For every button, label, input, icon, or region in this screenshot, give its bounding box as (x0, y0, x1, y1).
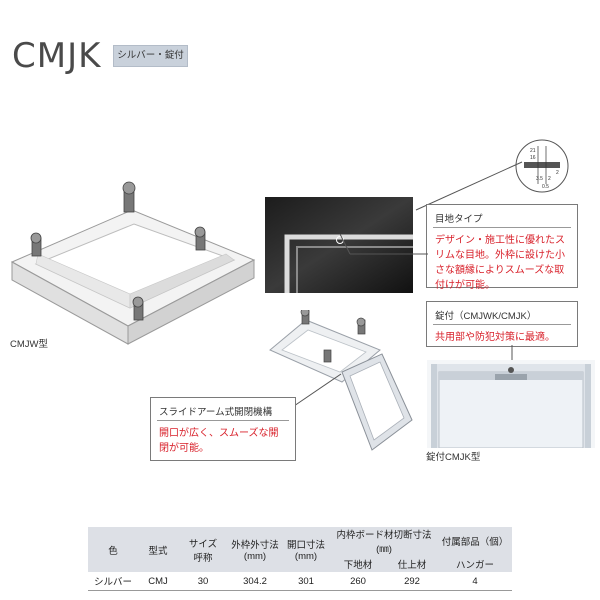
cell-base: 260 (330, 572, 386, 591)
col-parts: 付属部品（個） (438, 527, 512, 555)
color-badge: シルバー・錠付 (113, 45, 188, 67)
cell-finish: 292 (386, 572, 438, 591)
dim-3-5: 3.5 (536, 176, 543, 182)
joint-type-text: デザイン・施工性に優れたスリムな目地。外枠に設けた小さな額縁によりスムーズな取付… (435, 235, 565, 291)
cell-size: 30 (178, 572, 228, 591)
joint-type-divider (433, 227, 571, 228)
cell-color: シルバー (88, 572, 138, 591)
col-hanger: ハンガー (438, 555, 512, 572)
lock-text: 共用部や防犯対策に最適。 (435, 332, 555, 343)
dim-0-5: 0.5 (542, 184, 549, 190)
col-outer: 外枠外寸法 (mm) (228, 527, 282, 572)
dim-16: 16 (530, 155, 536, 161)
joint-photo (265, 197, 413, 293)
lock-frame-photo (427, 360, 595, 448)
cmjk-label: 錠付CMJK型 (426, 452, 481, 463)
joint-type-heading: 目地タイプ (435, 214, 483, 225)
col-outer-line2: (mm) (243, 551, 267, 562)
table-row: シルバー CMJ 30 304.2 301 260 292 4 (88, 572, 512, 591)
dim-2b: 2 (556, 170, 559, 176)
lock-divider (433, 324, 571, 325)
product-title: CMJK (12, 36, 102, 76)
spec-table: 色 型式 サイズ 呼称 外枠外寸法 (mm) 開口寸法 (mm) 内枠ボード材切… (88, 527, 512, 591)
lock-callout: 錠付（CMJWK/CMJK） 共用部や防犯対策に最適。 (426, 301, 578, 347)
joint-leader-line (340, 233, 428, 255)
joint-type-callout: 目地タイプ デザイン・施工性に優れたスリムな目地。外枠に設けた小さな額縁によりス… (426, 204, 578, 291)
lock-heading: 錠付（CMJWK/CMJK） (435, 311, 537, 322)
col-finish: 仕上材 (386, 555, 438, 572)
slide-arm-heading: スライドアーム式開閉機構 (159, 407, 273, 418)
detail-leader-line (415, 161, 523, 211)
cell-opening: 301 (282, 572, 330, 591)
col-opening-line1: 開口寸法 (286, 540, 325, 551)
slide-arm-divider (157, 420, 289, 421)
dim-21: 21 (530, 148, 536, 154)
col-size-line2: 呼称 (193, 552, 213, 564)
col-size: サイズ 呼称 (178, 527, 228, 572)
col-base: 下地材 (330, 555, 386, 572)
col-board: 内枠ボード材切断寸法(㎜) (330, 527, 438, 555)
cell-hanger: 4 (438, 572, 512, 591)
slide-arm-callout: スライドアーム式開閉機構 開口が広く、スムーズな開閉が可能。 (150, 397, 296, 461)
col-color: 色 (88, 527, 138, 572)
dim-2a: 2 (548, 176, 551, 182)
slide-arm-frame-image (269, 310, 413, 451)
col-type: 型式 (138, 527, 178, 572)
section-detail-drawing: 21 16 3.5 2 2 0.5 (515, 139, 569, 193)
col-outer-line1: 外枠外寸法 (231, 540, 279, 551)
slide-leader-line (293, 373, 342, 407)
col-opening-line2: (mm) (294, 551, 318, 562)
slide-arm-text: 開口が広く、スムーズな開閉が可能。 (159, 428, 279, 454)
col-opening: 開口寸法 (mm) (282, 527, 330, 572)
col-size-line1: サイズ (188, 538, 218, 550)
cmjw-frame-image (10, 181, 256, 345)
cmjw-label: CMJW型 (10, 339, 48, 350)
cell-type: CMJ (138, 572, 178, 591)
cell-outer: 304.2 (228, 572, 282, 591)
